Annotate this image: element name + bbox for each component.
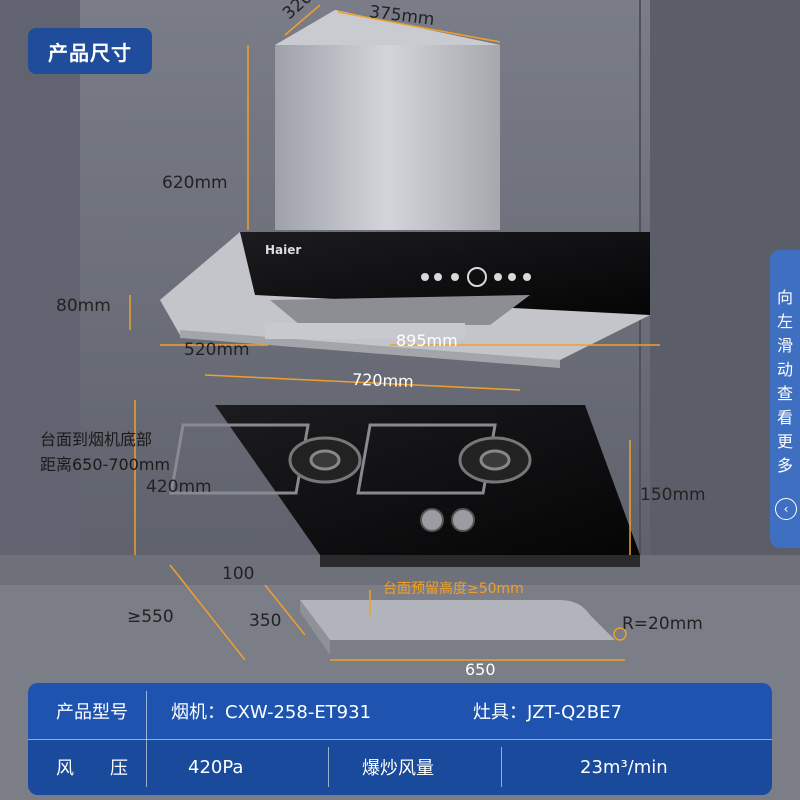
spec-row-model: 产品型号 烟机：CXW-258-ET931 灶具：JZT-Q2BE7 bbox=[28, 683, 772, 739]
installation-note: 台面到烟机底部 距离650-700mm bbox=[40, 427, 170, 477]
hood-panel bbox=[240, 232, 650, 315]
spec-row-pressure: 风 压 420Pa 爆炒风量 23m³/min bbox=[28, 739, 772, 795]
dim-chimney-height: 620mm bbox=[162, 173, 228, 193]
spec-airflow-label: 爆炒风量 bbox=[362, 758, 434, 779]
dim-reserved-height: 台面预留高度≥50mm bbox=[383, 581, 524, 597]
left-burner bbox=[169, 423, 362, 495]
spec-airflow-value: 23m³/min bbox=[580, 756, 668, 778]
hood-brand-logo: Haier bbox=[265, 243, 302, 257]
section-badge: 产品尺寸 bbox=[28, 28, 152, 74]
dim-hood-width: 895mm bbox=[396, 331, 458, 350]
spec-col-divider-2 bbox=[328, 747, 329, 787]
spec-pressure-label: 风 压 bbox=[56, 758, 128, 779]
dim-cutout-depth: 350 bbox=[249, 611, 282, 631]
dim-stove-depth: 420mm bbox=[146, 477, 212, 497]
note-line-2: 距离650-700mm bbox=[40, 455, 171, 474]
spec-model-label: 产品型号 bbox=[56, 702, 128, 723]
spec-table: 产品型号 烟机：CXW-258-ET931 灶具：JZT-Q2BE7 风 压 4… bbox=[28, 683, 772, 795]
spec-row-divider bbox=[28, 739, 772, 740]
swipe-more-tab[interactable]: 向左滑动查看更多 ‹ bbox=[770, 250, 800, 548]
dim-stove-width: 720mm bbox=[351, 369, 415, 392]
chevron-left-icon: ‹ bbox=[775, 498, 797, 520]
hood-filter bbox=[270, 295, 530, 325]
dim-hood-thickness: 80mm bbox=[56, 296, 111, 316]
swipe-more-label: 向左滑动查看更多 bbox=[776, 288, 793, 475]
spec-hood-model: 烟机：CXW-258-ET931 bbox=[171, 702, 372, 723]
dim-cutout-front: 100 bbox=[222, 564, 255, 584]
chimney bbox=[275, 10, 500, 230]
spec-pressure-value: 420Pa bbox=[188, 756, 244, 778]
dim-hood-depth: 520mm bbox=[184, 340, 250, 360]
right-burner bbox=[356, 423, 532, 495]
spec-stove-model: 灶具：JZT-Q2BE7 bbox=[473, 702, 622, 723]
dimension-lines bbox=[129, 4, 660, 661]
stove-knobs bbox=[420, 508, 475, 532]
spec-col-divider-1 bbox=[146, 691, 147, 787]
counter-cutout bbox=[300, 600, 615, 640]
dim-counter-min: ≥550 bbox=[127, 607, 174, 627]
note-line-1: 台面到烟机底部 bbox=[40, 430, 153, 449]
dim-corner-radius: R=20mm bbox=[622, 614, 703, 634]
spec-col-divider-3 bbox=[501, 747, 502, 787]
cabinet-left bbox=[0, 0, 80, 560]
dim-cutout-width: 650 bbox=[465, 660, 496, 679]
hood-controls bbox=[421, 267, 531, 287]
dim-stove-height: 150mm bbox=[640, 485, 706, 505]
